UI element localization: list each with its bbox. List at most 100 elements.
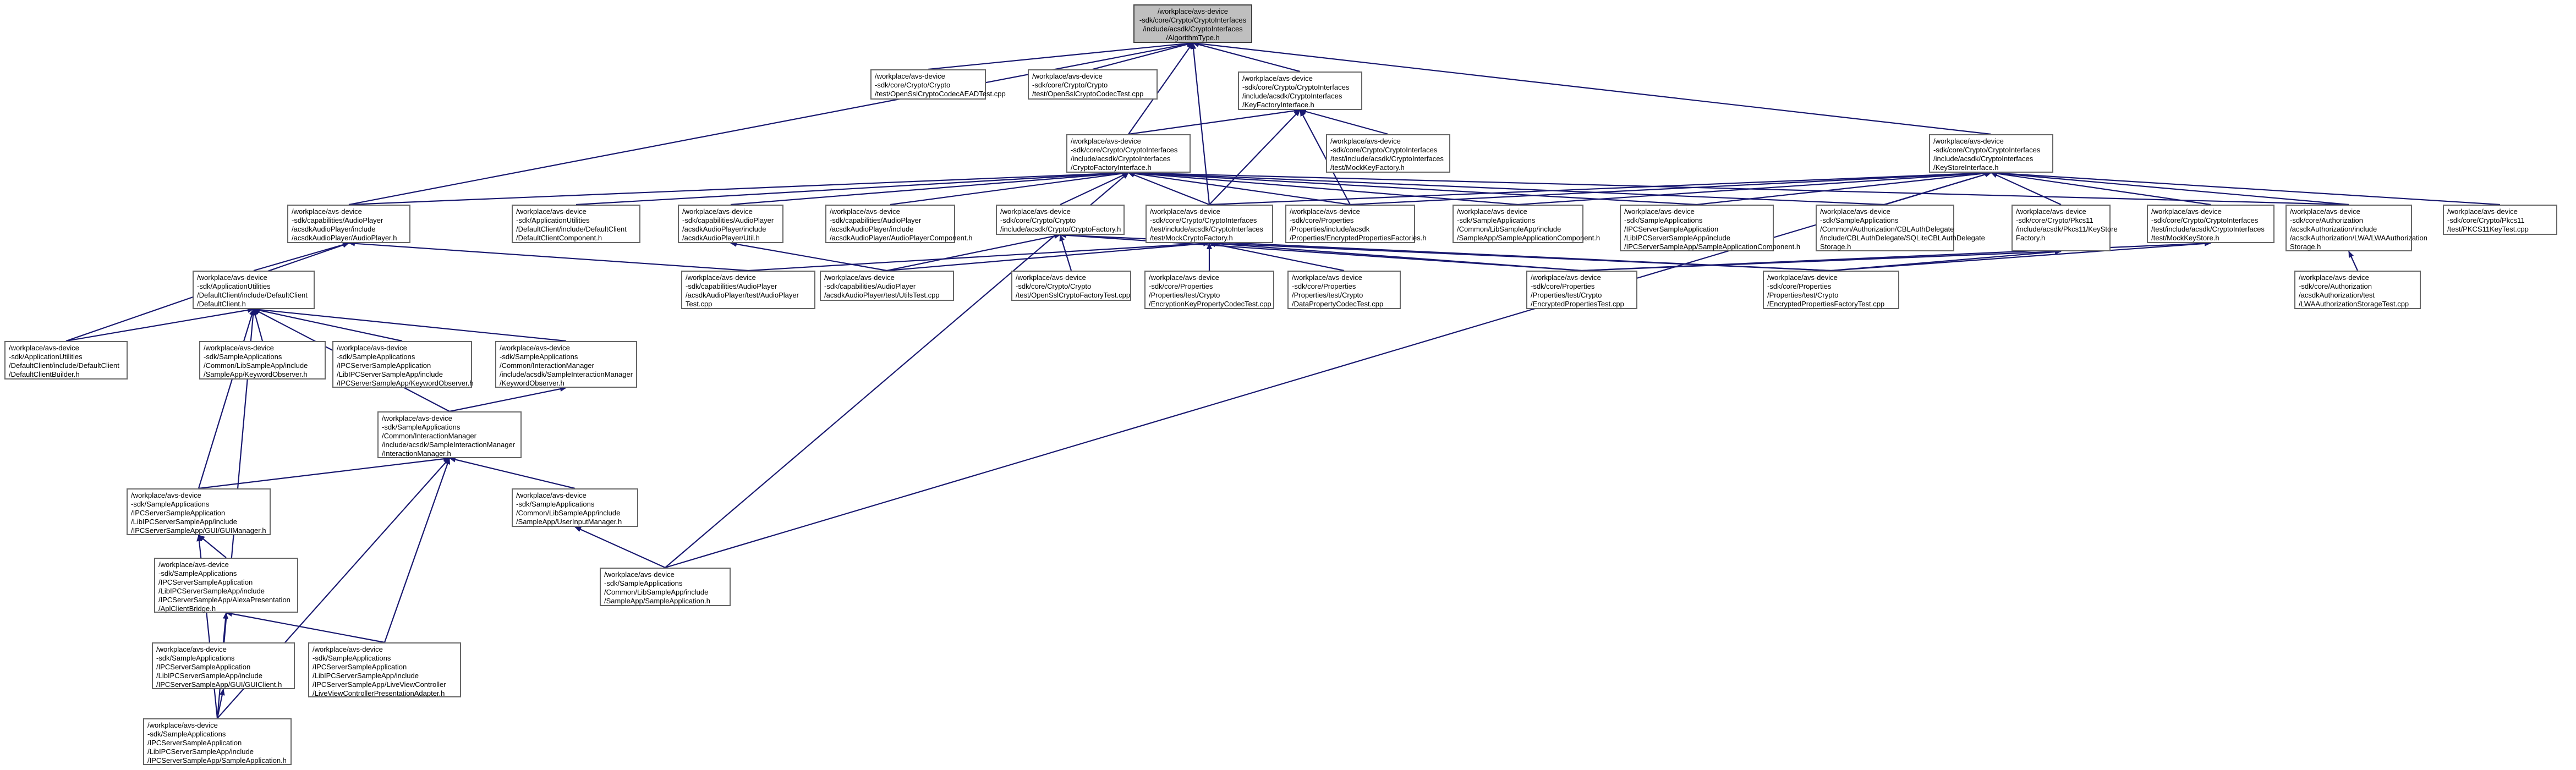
edge-encpropfactorytest-to-mockcryptofactory <box>1209 240 1832 272</box>
graph-node-sampleapplicationh[interactable]: /workplace/avs-device-sdk/SampleApplicat… <box>600 568 731 606</box>
graph-node-liveviewadapter[interactable]: /workplace/avs-device-sdk/SampleApplicat… <box>308 642 461 697</box>
edge-utilstest-to-apuutil <box>730 241 887 272</box>
node-label-line: /workplace/avs-device <box>824 273 895 282</box>
node-label-line: -sdk/SampleApplications <box>204 353 282 361</box>
graph-node-simkwobserver[interactable]: /workplace/avs-device-sdk/SampleApplicat… <box>495 341 637 388</box>
node-label-line: /test/MockCryptoFactory.h <box>1150 234 1233 242</box>
node-label-line: /workplace/avs-device <box>1290 207 1360 216</box>
graph-node-cryptofactory[interactable]: /workplace/avs-device-sdk/core/Crypto/Cr… <box>1066 134 1191 173</box>
node-label-line: /Properties/test/Crypto <box>1767 291 1839 299</box>
graph-node-encpropfactories[interactable]: /workplace/avs-device-sdk/core/Propertie… <box>1285 205 1427 243</box>
node-label-line: /test/include/acsdk/CryptoInterfaces <box>2151 225 2265 233</box>
node-label-line: /IPCServerSampleApp/KeywordObserver.h <box>337 379 474 387</box>
graph-node-defaultclienth[interactable]: /workplace/avs-device-sdk/ApplicationUti… <box>193 271 315 309</box>
node-label-line: /IPCServerSampleApp/SampleApplication.h <box>147 756 287 765</box>
node-label-line: /workplace/avs-device <box>313 645 383 653</box>
graph-node-defaultclientcomp[interactable]: /workplace/avs-device-sdk/ApplicationUti… <box>512 205 640 243</box>
node-label-line: -sdk/SampleApplications <box>1820 216 1899 224</box>
graph-node-cryptofactorytest[interactable]: /workplace/avs-device-sdk/core/Crypto/Cr… <box>1011 271 1131 301</box>
edge-mockkeyfactory-to-keyfactory <box>1300 109 1389 135</box>
node-label-line: /workplace/avs-device <box>1531 273 1601 282</box>
node-label-line: /DefaultClient/include/DefaultClient <box>516 225 627 233</box>
graph-node-ipcappcomponent[interactable]: /workplace/avs-device-sdk/SampleApplicat… <box>1620 205 1800 251</box>
edge-cryptofactory-to-root <box>1128 42 1193 135</box>
edge-sampleapplicationh-to-cryptofactory <box>665 172 1129 568</box>
edge-libappcomponent-to-keystore <box>1517 170 1992 206</box>
edge-pkcs11test-to-keystore <box>1991 170 2501 206</box>
graph-node-keyfactory[interactable]: /workplace/avs-device-sdk/core/Crypto/Cr… <box>1238 72 1362 110</box>
node-label-line: /DefaultClient/include/DefaultClient <box>197 291 308 299</box>
node-label-line: /SampleApp/SampleApplication.h <box>604 597 710 605</box>
node-label-line: -sdk/core/Crypto/Crypto <box>1016 282 1092 290</box>
node-label-line: /workplace/avs-device <box>131 491 201 499</box>
edge-mockcryptofactory-to-cryptofactory <box>1128 172 1210 206</box>
node-label-line: Storage.h <box>1820 243 1851 251</box>
graph-node-keystore[interactable]: /workplace/avs-device-sdk/core/Crypto/Cr… <box>1929 134 2053 173</box>
node-label-line: /IPCServerSampleApplication <box>156 663 251 671</box>
graph-node-apuutil[interactable]: /workplace/avs-device-sdk/capabilities/A… <box>678 205 783 243</box>
graph-node-pkcs11test[interactable]: /workplace/avs-device-sdk/core/Crypto/Pk… <box>2443 205 2557 235</box>
graph-node-libkwobserver[interactable]: /workplace/avs-device-sdk/SampleApplicat… <box>199 341 326 380</box>
graph-node-ipcsampleapplication[interactable]: /workplace/avs-device-sdk/SampleApplicat… <box>143 718 292 765</box>
node-label-line: /DataPropertyCodecTest.cpp <box>1292 300 1384 308</box>
node-label-line: -sdk/core/Properties <box>1767 282 1832 290</box>
node-label-line: -sdk/ApplicationUtilities <box>197 282 271 290</box>
edge-interactionmanager-to-simkwobserver <box>449 386 567 413</box>
edge-aplclientbridge-to-guimanager <box>198 535 227 558</box>
node-label-line: /workplace/avs-device <box>1624 207 1695 216</box>
graph-node-lwastoragetest[interactable]: /workplace/avs-device-sdk/core/Authoriza… <box>2294 271 2421 309</box>
node-label-line: /IPCServerSampleApplication <box>131 509 226 517</box>
graph-node-interactionmanager[interactable]: /workplace/avs-device-sdk/SampleApplicat… <box>377 411 522 458</box>
graph-node-encproptest[interactable]: /workplace/avs-device-sdk/core/Propertie… <box>1526 271 1637 309</box>
graph-node-datapropcodec[interactable]: /workplace/avs-device-sdk/core/Propertie… <box>1287 271 1401 309</box>
node-label-line: -sdk/core/Properties <box>1292 282 1356 290</box>
graph-node-mockkeyfactory[interactable]: /workplace/avs-device-sdk/core/Crypto/Cr… <box>1326 134 1450 173</box>
node-label-line: /test/include/acsdk/CryptoInterfaces <box>1150 225 1263 233</box>
graph-node-defaultclientbuilder[interactable]: /workplace/avs-device-sdk/ApplicationUti… <box>4 341 128 380</box>
graph-node-mockkeystore[interactable]: /workplace/avs-device-sdk/core/Crypto/Cr… <box>2147 205 2274 243</box>
node-label-line: -sdk/core/Properties <box>1149 282 1213 290</box>
node-label-line: -sdk/capabilities/AudioPlayer <box>830 216 922 224</box>
edge-guimanager-to-defaultclienth <box>198 309 255 489</box>
graph-node-aptest[interactable]: /workplace/avs-device-sdk/capabilities/A… <box>681 271 815 309</box>
node-label-line: Factory.h <box>2016 234 2046 242</box>
edge-codectest-to-root <box>1092 41 1193 70</box>
graph-node-sqlitecbl[interactable]: /workplace/avs-device-sdk/SampleApplicat… <box>1816 205 1985 251</box>
node-label-line: /workplace/avs-device <box>1820 207 1890 216</box>
graph-node-libappcomponent[interactable]: /workplace/avs-device-sdk/SampleApplicat… <box>1453 205 1600 243</box>
graph-node-apcomponent[interactable]: /workplace/avs-device-sdk/capabilities/A… <box>825 205 972 243</box>
graph-node-lwastorage[interactable]: /workplace/avs-device-sdk/core/Authoriza… <box>2285 205 2427 251</box>
edge-encpropfactories-to-keyfactory <box>1300 109 1351 205</box>
graph-node-codectest[interactable]: /workplace/avs-device-sdk/core/Crypto/Cr… <box>1028 69 1158 100</box>
graph-node-mockcryptofactory[interactable]: /workplace/avs-device-sdk/core/Crypto/Cr… <box>1146 205 1273 243</box>
edge-apuutil-to-cryptofactory <box>730 170 1129 206</box>
graph-node-aeadtest[interactable]: /workplace/avs-device-sdk/core/Crypto/Cr… <box>870 69 1006 100</box>
graph-node-guimanager[interactable]: /workplace/avs-device-sdk/SampleApplicat… <box>127 488 271 535</box>
graph-node-cryptofactoryh[interactable]: /workplace/avs-device-sdk/core/Crypto/Cr… <box>996 205 1125 235</box>
node-label-line: -sdk/core/Authorization <box>2290 216 2363 224</box>
node-label-line: /AplClientBridge.h <box>158 604 216 613</box>
node-label-line: /test/MockKeyStore.h <box>2151 234 2219 242</box>
node-label-line: /workplace/avs-device <box>1016 273 1086 282</box>
node-label-line: /workplace/avs-device <box>158 560 229 569</box>
node-label-line: /workplace/avs-device <box>516 491 587 499</box>
graph-node-ipckwobserver[interactable]: /workplace/avs-device-sdk/SampleApplicat… <box>332 341 474 388</box>
node-label-line: /acsdkAudioPlayer/test/UtilsTest.cpp <box>824 291 940 299</box>
graph-node-userinputmanager[interactable]: /workplace/avs-device-sdk/SampleApplicat… <box>512 488 638 527</box>
graph-node-utilstest[interactable]: /workplace/avs-device-sdk/capabilities/A… <box>820 271 954 301</box>
node-label-line: /acsdkAuthorization/include <box>2290 225 2377 233</box>
graph-node-guiclient[interactable]: /workplace/avs-device-sdk/SampleApplicat… <box>152 642 295 689</box>
node-label-line: /KeywordObserver.h <box>500 379 564 387</box>
edge-lwastorage-to-cryptofactory <box>1128 170 2349 206</box>
graph-node-aplclientbridge[interactable]: /workplace/avs-device-sdk/SampleApplicat… <box>154 558 298 613</box>
graph-node-enckeypropcodec[interactable]: /workplace/avs-device-sdk/core/Propertie… <box>1144 271 1274 309</box>
graph-node-audioplayer[interactable]: /workplace/avs-device-sdk/capabilities/A… <box>287 205 410 243</box>
node-label-line: /workplace/avs-device <box>875 72 945 80</box>
node-label-line: /workplace/avs-device <box>500 344 570 352</box>
graph-node-pkcs11keystore[interactable]: /workplace/avs-device-sdk/core/Crypto/Pk… <box>2012 205 2118 251</box>
graph-node-root[interactable]: /workplace/avs-device-sdk/core/Crypto/Cr… <box>1133 4 1252 43</box>
node-label-line: /workplace/avs-device <box>9 344 79 352</box>
node-label-line: /LibIPCServerSampleApp/include <box>156 672 262 680</box>
node-label-line: -sdk/core/Crypto/CryptoInterfaces <box>1071 146 1178 154</box>
graph-node-encpropfactorytest[interactable]: /workplace/avs-device-sdk/core/Propertie… <box>1763 271 1899 309</box>
